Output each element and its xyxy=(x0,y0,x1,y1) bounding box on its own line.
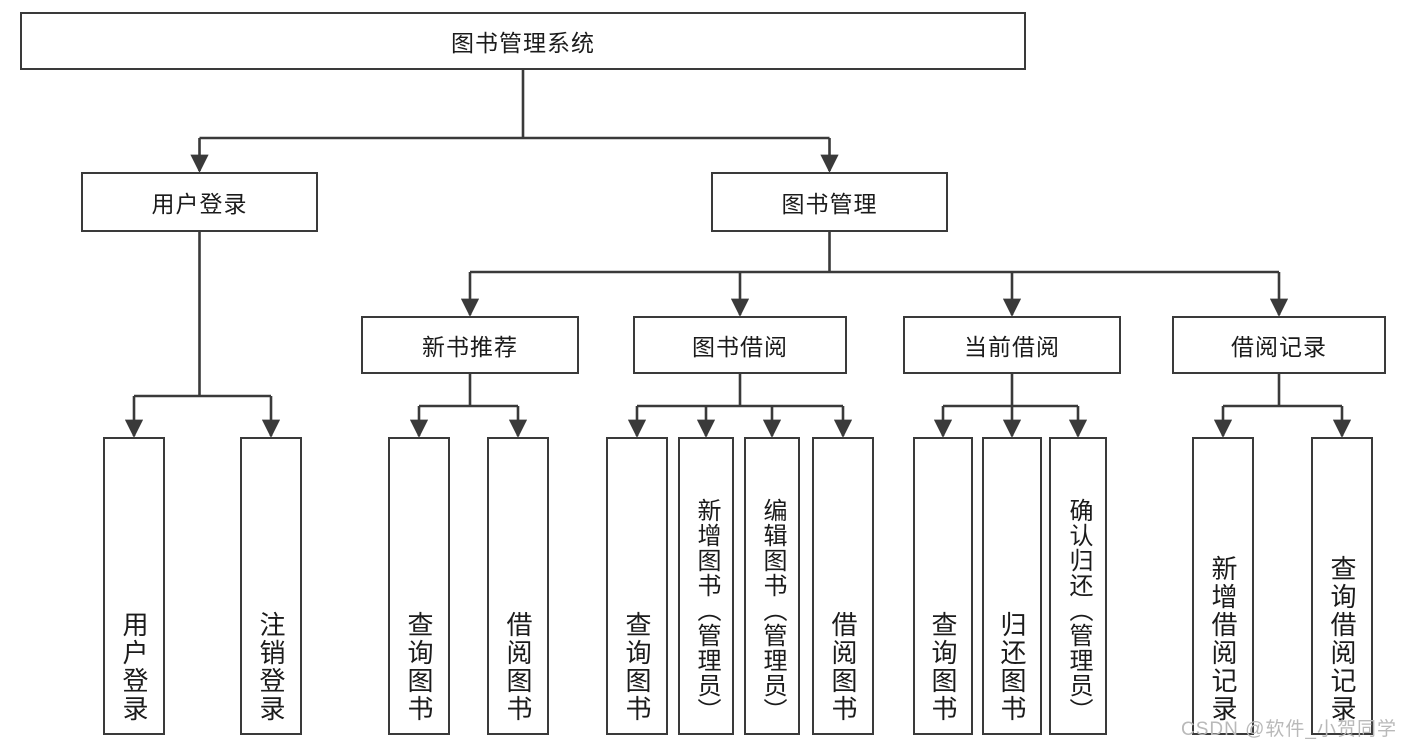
node-user-login[interactable]: 用户登录 xyxy=(81,172,318,232)
node-current-borrow[interactable]: 当前借阅 xyxy=(903,316,1121,374)
node-book-management[interactable]: 图书管理 xyxy=(711,172,948,232)
node-label: 新书推荐 xyxy=(422,334,518,360)
node-leaf-user-login[interactable]: 用户登录 xyxy=(103,437,165,735)
node-leaf-edit-book-admin[interactable]: 编辑图书（管理员） xyxy=(744,437,800,735)
node-label: 当前借阅 xyxy=(964,334,1060,360)
node-label: 用户登录 xyxy=(151,191,248,217)
node-label: 借阅图书 xyxy=(828,611,859,723)
node-leaf-confirm-return-admin[interactable]: 确认归还（管理员） xyxy=(1049,437,1107,735)
node-label: 图书管理系统 xyxy=(451,30,595,56)
node-label: 图书管理 xyxy=(781,191,878,217)
node-leaf-logout-login[interactable]: 注销登录 xyxy=(240,437,302,735)
node-label: 查询图书 xyxy=(622,611,653,723)
node-label: 查询图书 xyxy=(928,611,959,723)
node-label: 编辑图书（管理员） xyxy=(758,498,786,723)
node-label: 新增借阅记录 xyxy=(1208,555,1239,723)
node-borrow-records[interactable]: 借阅记录 xyxy=(1172,316,1386,374)
node-label: 注销登录 xyxy=(256,611,287,723)
node-label: 借阅记录 xyxy=(1231,334,1327,360)
node-label: 新增图书（管理员） xyxy=(692,498,720,723)
node-leaf-query-book-borrow[interactable]: 查询图书 xyxy=(606,437,668,735)
node-label: 确认归还（管理员） xyxy=(1064,498,1092,723)
node-label: 查询借阅记录 xyxy=(1327,555,1358,723)
node-label: 用户登录 xyxy=(119,611,150,723)
node-leaf-borrow-book-recommend[interactable]: 借阅图书 xyxy=(487,437,549,735)
node-label: 借阅图书 xyxy=(503,611,534,723)
node-leaf-add-book-admin[interactable]: 新增图书（管理员） xyxy=(678,437,734,735)
node-leaf-borrow-book[interactable]: 借阅图书 xyxy=(812,437,874,735)
watermark-label: CSDN @软件_小贺同学 xyxy=(1181,719,1397,740)
node-leaf-add-borrow-record[interactable]: 新增借阅记录 xyxy=(1192,437,1254,735)
node-label: 归还图书 xyxy=(997,611,1028,723)
node-leaf-query-borrow-record[interactable]: 查询借阅记录 xyxy=(1311,437,1373,735)
node-leaf-return-book[interactable]: 归还图书 xyxy=(982,437,1042,735)
node-label: 图书借阅 xyxy=(692,334,788,360)
node-leaf-query-book-recommend[interactable]: 查询图书 xyxy=(388,437,450,735)
node-root[interactable]: 图书管理系统 xyxy=(20,12,1026,70)
node-label: 查询图书 xyxy=(404,611,435,723)
node-book-borrow[interactable]: 图书借阅 xyxy=(633,316,847,374)
node-new-book-recommend[interactable]: 新书推荐 xyxy=(361,316,579,374)
node-leaf-query-book-current[interactable]: 查询图书 xyxy=(913,437,973,735)
